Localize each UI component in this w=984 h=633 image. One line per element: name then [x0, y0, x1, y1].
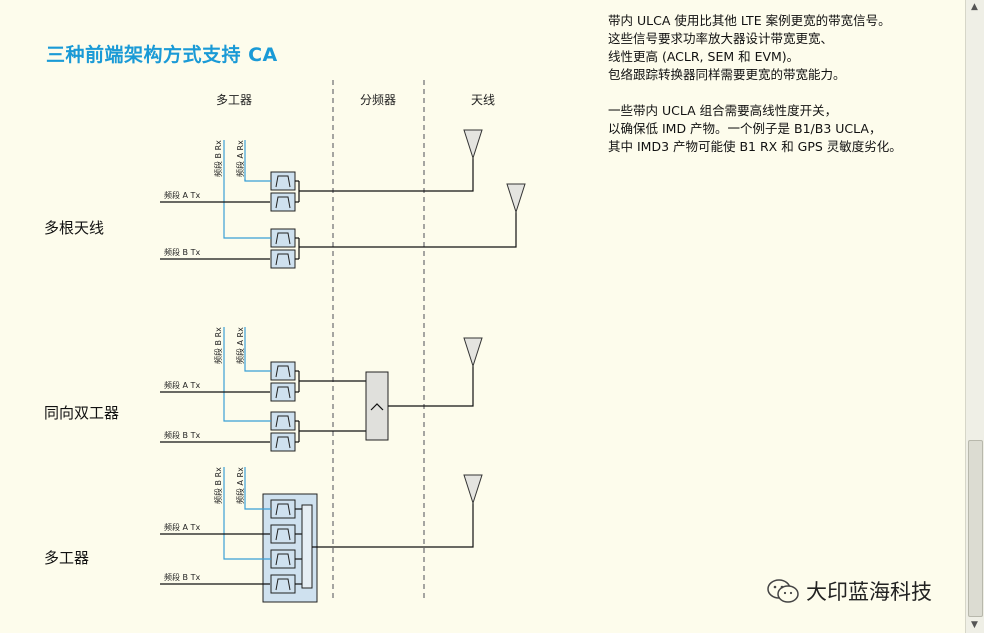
column-header-diplexer: 分频器: [360, 93, 397, 107]
column-dividers: [332, 80, 425, 600]
tx-label: 频段 B Tx: [164, 247, 200, 257]
filter-block: [270, 228, 296, 248]
filter-block: [270, 361, 296, 381]
tx-label: 频段 A Tx: [164, 380, 200, 390]
architecture-diagram: 频段 B Rx 频段 A Rx 频段 A Tx 频段 B Tx 频段 B Rx 频段 A …: [160, 80, 526, 603]
row-label-diplexer: 同向双工器: [44, 404, 120, 422]
filter-symbol: [275, 253, 291, 266]
rx-b-line: [223, 140, 271, 239]
rx-b-label: 频段 B Rx: [213, 467, 223, 504]
notes-panel: 带内 ULCA 使用比其他 LTE 案例更宽的带宽信号。 这些信号要求功率放大器…: [608, 12, 958, 156]
note-line: 以确保低 IMD 产物。一个例子是 B1/B3 UCLA，: [608, 121, 882, 136]
filter-symbol: [275, 196, 291, 209]
filter-symbol: [275, 578, 291, 591]
scroll-up-icon[interactable]: ▲: [971, 2, 978, 12]
filter-block: [270, 524, 296, 544]
wechat-icon: [767, 579, 799, 603]
filter-symbol: [275, 553, 291, 566]
filter-block: [270, 549, 296, 569]
antenna-icon: [463, 129, 483, 160]
rx-b-line: [223, 467, 271, 560]
column-header-duplexer: 多工器: [216, 93, 253, 107]
row-label-multiplexer: 多工器: [44, 549, 90, 567]
rx-a-label: 频段 A Rx: [235, 327, 245, 364]
filter-block: [270, 499, 296, 519]
filter-symbol: [275, 528, 291, 541]
rx-a-label: 频段 A Rx: [235, 140, 245, 177]
tx-label: 频段 A Tx: [164, 190, 200, 200]
antenna-feed: [312, 503, 474, 548]
rx-a-line: [244, 467, 271, 510]
antenna-icon: [463, 474, 483, 505]
watermark-text: 大印蓝海科技: [806, 580, 932, 604]
filter-symbol: [275, 175, 291, 188]
filter-block: [270, 574, 296, 594]
filter-block: [270, 382, 296, 402]
diplexer-block: [365, 371, 389, 441]
scroll-down-icon[interactable]: ▼: [971, 620, 978, 630]
note-line: 包络跟踪转换器同样需要更宽的带宽能力。: [608, 67, 846, 82]
filter-block: [270, 192, 296, 212]
note-line: 其中 IMD3 产物可能使 B1 RX 和 GPS 灵敏度劣化。: [608, 139, 902, 154]
page-title: 三种前端架构方式支持 CA: [46, 44, 278, 66]
filter-symbol: [275, 386, 291, 399]
filter-block: [270, 249, 296, 269]
antenna-feed: [299, 212, 517, 248]
note-line: 线性更高 (ACLR, SEM 和 EVM)。: [608, 49, 800, 64]
diplexer-symbol: [370, 403, 384, 411]
rx-a-label: 频段 A Rx: [235, 467, 245, 504]
tx-label: 频段 A Tx: [164, 522, 200, 532]
antenna-icon: [506, 183, 526, 214]
vertical-scrollbar[interactable]: ▲ ▼: [965, 0, 984, 633]
tx-label: 频段 B Tx: [164, 430, 200, 440]
note-line: 一些带内 UCLA 组合需要高线性度开关，: [608, 103, 838, 118]
filter-symbol: [275, 436, 291, 449]
filter-block: [270, 411, 296, 431]
antenna-feed: [299, 158, 474, 192]
column-header-antenna: 天线: [471, 93, 496, 107]
rx-b-label: 频段 B Rx: [213, 327, 223, 364]
rx-b-line: [223, 327, 271, 422]
filter-symbol: [275, 415, 291, 428]
scroll-thumb[interactable]: [968, 440, 983, 617]
filter-symbol: [275, 365, 291, 378]
filter-symbol: [275, 503, 291, 516]
antenna-icon: [463, 337, 483, 368]
watermark: 大印蓝海科技: [766, 576, 932, 606]
multiplexer-combiner: [301, 504, 313, 589]
filter-block: [270, 171, 296, 191]
note-line: 这些信号要求功率放大器设计带宽更宽、: [608, 31, 834, 46]
filter-block: [270, 432, 296, 452]
row-label-multi-antenna: 多根天线: [44, 219, 105, 237]
note-line: 带内 ULCA 使用比其他 LTE 案例更宽的带宽信号。: [608, 13, 891, 28]
antenna-feed: [388, 366, 474, 407]
filter-symbol: [275, 232, 291, 245]
rx-a-line: [244, 327, 271, 372]
rx-a-line: [244, 179, 271, 182]
rx-b-label: 频段 B Rx: [213, 140, 223, 177]
tx-label: 频段 B Tx: [164, 572, 200, 582]
